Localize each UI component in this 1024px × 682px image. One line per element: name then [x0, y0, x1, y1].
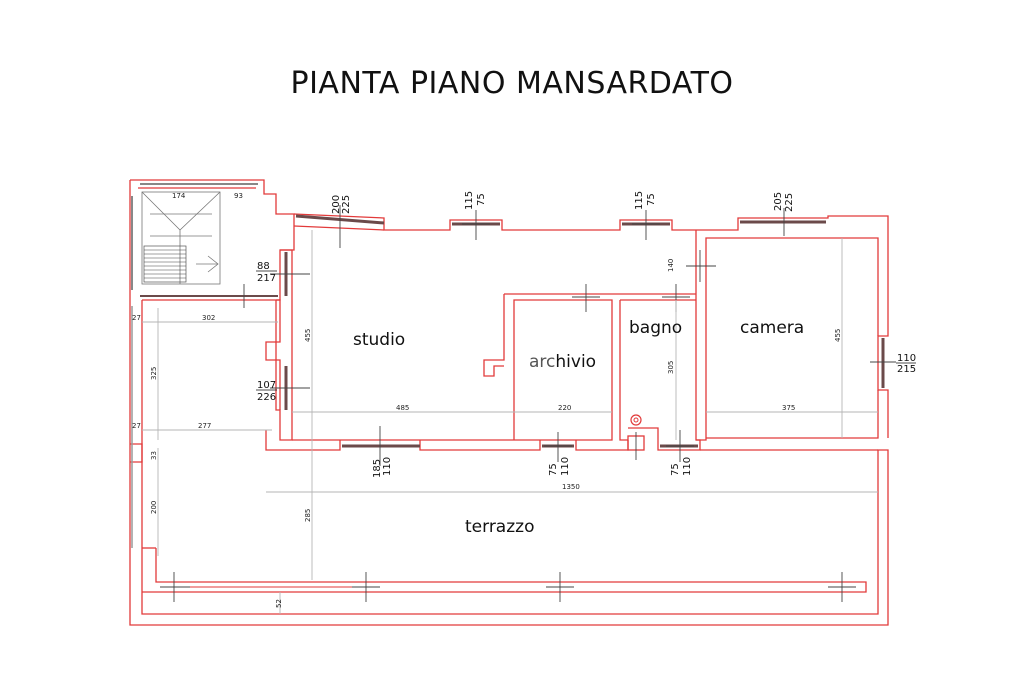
room-terrazzo: terrazzo	[465, 517, 534, 537]
outer-walls	[129, 179, 889, 626]
plan-title: PIANTA PIANO MANSARDATO	[290, 66, 734, 101]
dim-200: 200	[150, 501, 158, 514]
dimension-lines	[142, 230, 878, 614]
dim-220: 220	[558, 404, 571, 412]
opening-8-width: 185	[372, 459, 383, 478]
room-studio: studio	[353, 330, 405, 350]
dim-455b: 455	[834, 329, 842, 342]
dim-1350: 1350	[562, 483, 580, 491]
dim-302: 302	[202, 314, 215, 322]
opening-8-height: 110	[382, 457, 393, 476]
opening-4-width: 205	[773, 192, 784, 211]
dimension-labels: 174 93 27 302 27 277 325 33 200 285 52 4…	[132, 192, 842, 608]
opening-9-width: 75	[548, 463, 559, 476]
opening-labels: 200 225 115 75 115 75 205 225 88 217 107…	[256, 191, 916, 478]
dim-277: 277	[198, 422, 211, 430]
dim-174: 174	[172, 192, 186, 200]
dim-52: 52	[275, 599, 283, 608]
dim-285: 285	[304, 509, 312, 522]
opening-2-width: 115	[464, 191, 475, 210]
dim-485: 485	[396, 404, 409, 412]
opening-10-width: 75	[670, 463, 681, 476]
opening-3-width: 115	[634, 191, 645, 210]
dim-33: 33	[150, 451, 158, 460]
opening-10-height: 110	[682, 457, 693, 476]
opening-ticks	[160, 205, 896, 602]
opening-4-height: 225	[784, 193, 795, 212]
opening-7-width: 110	[897, 353, 916, 364]
room-archivio-part1: arc	[529, 352, 555, 372]
staircase	[141, 191, 221, 285]
room-archivio: archivio	[529, 352, 596, 372]
dim-27b: 27	[132, 422, 141, 430]
opening-1-height: 225	[341, 195, 352, 214]
dim-140: 140	[667, 259, 675, 272]
dim-305: 305	[667, 361, 675, 374]
opening-6-height: 226	[257, 392, 276, 403]
opening-2-height: 75	[476, 193, 487, 206]
opening-1-width: 200	[331, 195, 342, 214]
opening-6-width: 107	[257, 380, 276, 391]
opening-5-width: 88	[257, 261, 270, 272]
opening-7-height: 215	[897, 364, 916, 375]
room-bagno: bagno	[629, 318, 682, 338]
opening-9-height: 110	[560, 457, 571, 476]
opening-3-height: 75	[646, 193, 657, 206]
dim-27a: 27	[132, 314, 141, 322]
room-archivio-part2: hivio	[555, 352, 596, 372]
dim-325: 325	[150, 367, 158, 380]
dim-93: 93	[234, 192, 243, 200]
room-camera: camera	[740, 318, 804, 338]
opening-5-height: 217	[257, 273, 276, 284]
room-labels: studio archivio bagno camera terrazzo	[353, 318, 804, 537]
dim-375: 375	[782, 404, 795, 412]
dim-455a: 455	[304, 329, 312, 342]
